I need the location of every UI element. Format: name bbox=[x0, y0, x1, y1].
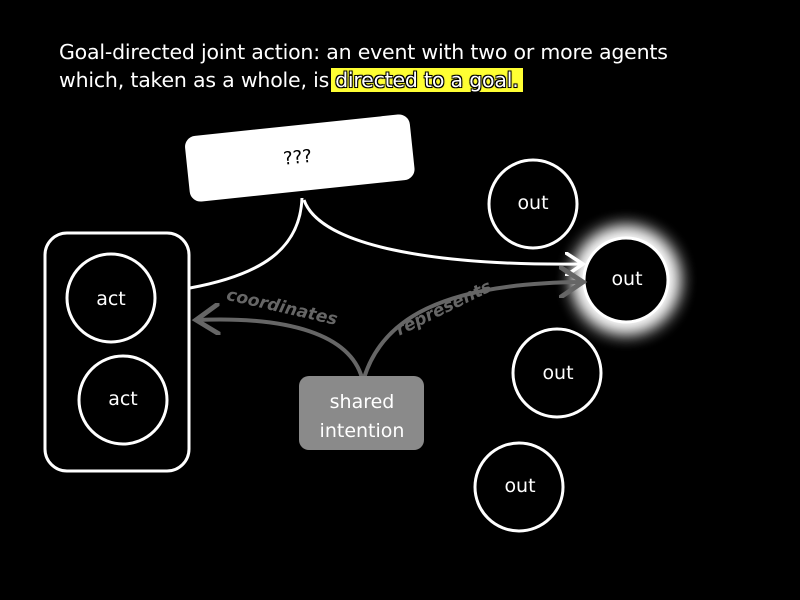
heading-line-1: Goal-directed joint action: an event wit… bbox=[59, 40, 668, 64]
heading-line-2-prefix: which, taken as a whole, is bbox=[59, 68, 330, 92]
agent-label-2: act bbox=[108, 388, 138, 410]
unknown-box-label: ??? bbox=[282, 146, 313, 170]
outcome-label-2: out bbox=[611, 268, 642, 290]
shared-intention-line-1: shared bbox=[330, 391, 395, 413]
agent-node-1: act bbox=[65, 252, 157, 344]
outcome-label-4: out bbox=[504, 475, 535, 497]
represents-label: represents bbox=[393, 277, 495, 341]
connector-unknown-to-outcome bbox=[302, 199, 583, 264]
outcome-node-highlighted: out bbox=[574, 228, 678, 332]
heading-highlight: directed to a goal. bbox=[331, 68, 523, 92]
agent-node-2: act bbox=[77, 354, 169, 446]
agent-label-1: act bbox=[96, 288, 126, 310]
represents-arrow bbox=[362, 282, 583, 379]
unknown-box: ??? bbox=[185, 114, 415, 202]
connector-unknown-to-agents bbox=[189, 197, 304, 290]
slide-heading: Goal-directed joint action: an event wit… bbox=[59, 38, 759, 94]
outcome-node-3: out bbox=[511, 327, 603, 419]
shared-intention-box: shared intention bbox=[299, 376, 424, 450]
outcome-node-4: out bbox=[473, 441, 565, 533]
coordinates-arrow bbox=[196, 319, 364, 379]
outcome-node-1: out bbox=[487, 158, 579, 250]
shared-intention-line-2: intention bbox=[320, 420, 405, 442]
outcome-label-3: out bbox=[542, 362, 573, 384]
outcome-label-1: out bbox=[517, 192, 548, 214]
